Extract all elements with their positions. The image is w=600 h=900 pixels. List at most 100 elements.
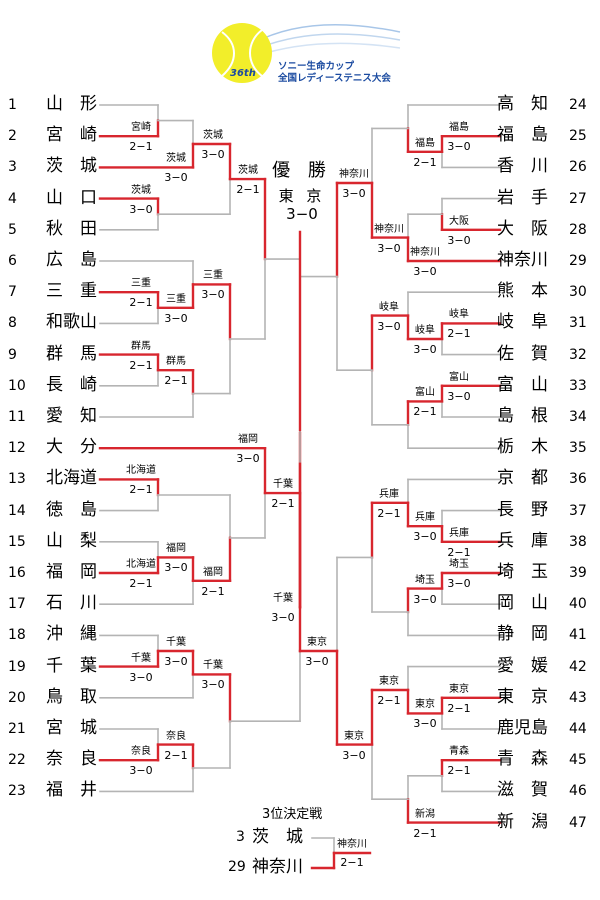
team-number: 1 [8, 97, 17, 113]
team-name: 栃 木 [497, 437, 548, 458]
team-name: 佐 賀 [497, 343, 548, 364]
team-name: 神奈川 [497, 250, 548, 270]
match-score-label: 2−1 [271, 497, 295, 511]
match-winner-label: 三重 [166, 293, 186, 305]
team-name: 香 川 [497, 156, 548, 177]
match-score-label: 2−1 [129, 577, 153, 590]
team-name: 三 重 [46, 281, 97, 302]
team-number: 20 [8, 689, 26, 706]
team-name: 岩 手 [497, 187, 548, 208]
team-name: 茨 城 [46, 156, 97, 177]
team-name: 青 森 [497, 749, 548, 770]
team-number: 14 [8, 502, 26, 519]
match-winner-label: 北海道 [126, 465, 156, 477]
match-winner-label: 福岡 [203, 566, 223, 578]
team-name: 福 島 [497, 125, 548, 146]
match-winner-label: 東京 [449, 683, 469, 695]
team-number: 44 [569, 721, 587, 737]
team-name: 熊 本 [497, 281, 548, 302]
team-name: 秋 田 [46, 218, 97, 239]
third-place-team-number: 29 [228, 859, 246, 875]
team-name: 福 岡 [46, 562, 97, 582]
match-score-label: 3−0 [164, 311, 188, 325]
team-name: 島 根 [497, 406, 548, 426]
match-winner-label: 奈良 [131, 746, 151, 758]
match-score-label: 2−1 [447, 701, 471, 715]
team-number: 13 [8, 471, 26, 488]
third-place-winner-label: 神奈川 [337, 839, 367, 850]
team-number: 6 [8, 253, 17, 269]
team-name: 静 岡 [497, 624, 548, 645]
match-winner-label: 茨城 [166, 153, 186, 165]
team-name: 山 口 [46, 187, 97, 208]
match-winner-label: 北海道 [126, 559, 156, 570]
champion-team: 東 京 [278, 187, 326, 205]
match-score-label: 2−1 [129, 358, 153, 372]
match-score-label: 2−1 [413, 826, 437, 840]
match-winner-label: 兵庫 [415, 512, 435, 524]
team-name: 千 葉 [46, 655, 97, 676]
team-number: 38 [569, 533, 587, 550]
team-number: 34 [569, 409, 587, 425]
team-name: 京 都 [497, 468, 548, 489]
team-number: 7 [8, 284, 17, 301]
match-score-label: 2−1 [164, 374, 188, 388]
team-name: 滋 賀 [497, 780, 548, 801]
team-name: 新 潟 [497, 811, 548, 832]
team-name: 宮 城 [46, 718, 97, 738]
team-name: 兵 庫 [497, 530, 548, 551]
match-winner-label: 千葉 [203, 660, 223, 672]
match-score-label: 3−0 [164, 561, 188, 575]
match-winner-label: 宮崎 [131, 122, 151, 134]
third-place-team-name: 神奈川 [252, 857, 303, 877]
match-winner-label: 千葉 [131, 652, 151, 664]
team-number: 33 [569, 377, 587, 394]
match-winner-label: 福岡 [166, 543, 186, 555]
match-score-label: 2−1 [447, 545, 471, 559]
match-winner-label: 茨城 [238, 165, 258, 177]
team-number: 17 [8, 596, 26, 613]
match-score-label: 3−0 [271, 611, 295, 625]
match-winner-label: 千葉 [166, 637, 186, 648]
champion-heading: 優 勝 [272, 160, 332, 181]
team-number: 18 [8, 627, 26, 644]
match-score-label: 3−0 [201, 678, 225, 692]
logo-line-1: ソニー生命カップ [278, 61, 355, 72]
match-score-label: 3−0 [342, 748, 366, 762]
team-name: 広 島 [46, 250, 97, 270]
match-winner-label: 茨城 [131, 184, 151, 196]
final-score: 3−0 [286, 205, 318, 223]
match-winner-label: 東京 [344, 730, 364, 742]
match-score-label: 3−0 [129, 670, 153, 684]
match-winner-label: 大阪 [449, 215, 469, 227]
team-number: 40 [569, 596, 587, 613]
team-number: 19 [8, 658, 26, 675]
team-number: 12 [8, 440, 26, 457]
match-winner-label: 兵庫 [449, 527, 469, 539]
team-name: 和歌山 [46, 312, 97, 333]
match-score-label: 3−0 [129, 764, 153, 778]
match-winner-label: 埼玉 [415, 574, 435, 586]
team-number: 32 [569, 346, 587, 363]
team-number: 5 [8, 221, 17, 238]
team-number: 24 [569, 97, 587, 113]
match-score-label: 3−0 [447, 389, 471, 403]
team-number: 36 [569, 471, 587, 488]
team-number: 39 [569, 565, 587, 581]
team-name: 福 井 [46, 780, 97, 801]
match-winner-label: 福岡 [238, 434, 258, 446]
match-score-label: 3−0 [447, 140, 471, 154]
team-name: 富 山 [497, 374, 548, 395]
match-score-label: 3−0 [413, 265, 437, 278]
team-number: 27 [569, 190, 587, 207]
match-winner-label: 神奈川 [374, 223, 404, 235]
team-name: 徳 島 [46, 499, 97, 520]
match-score-label: 2−1 [377, 694, 401, 707]
match-winner-label: 茨城 [203, 130, 223, 141]
team-name: 岐 阜 [497, 312, 548, 333]
match-score-label: 2−1 [129, 140, 153, 154]
match-score-label: 2−1 [129, 483, 153, 497]
team-number: 25 [569, 128, 587, 145]
tournament-logo: 36th ソニー生命カップ 全国レディーステニス大会 [212, 18, 402, 88]
